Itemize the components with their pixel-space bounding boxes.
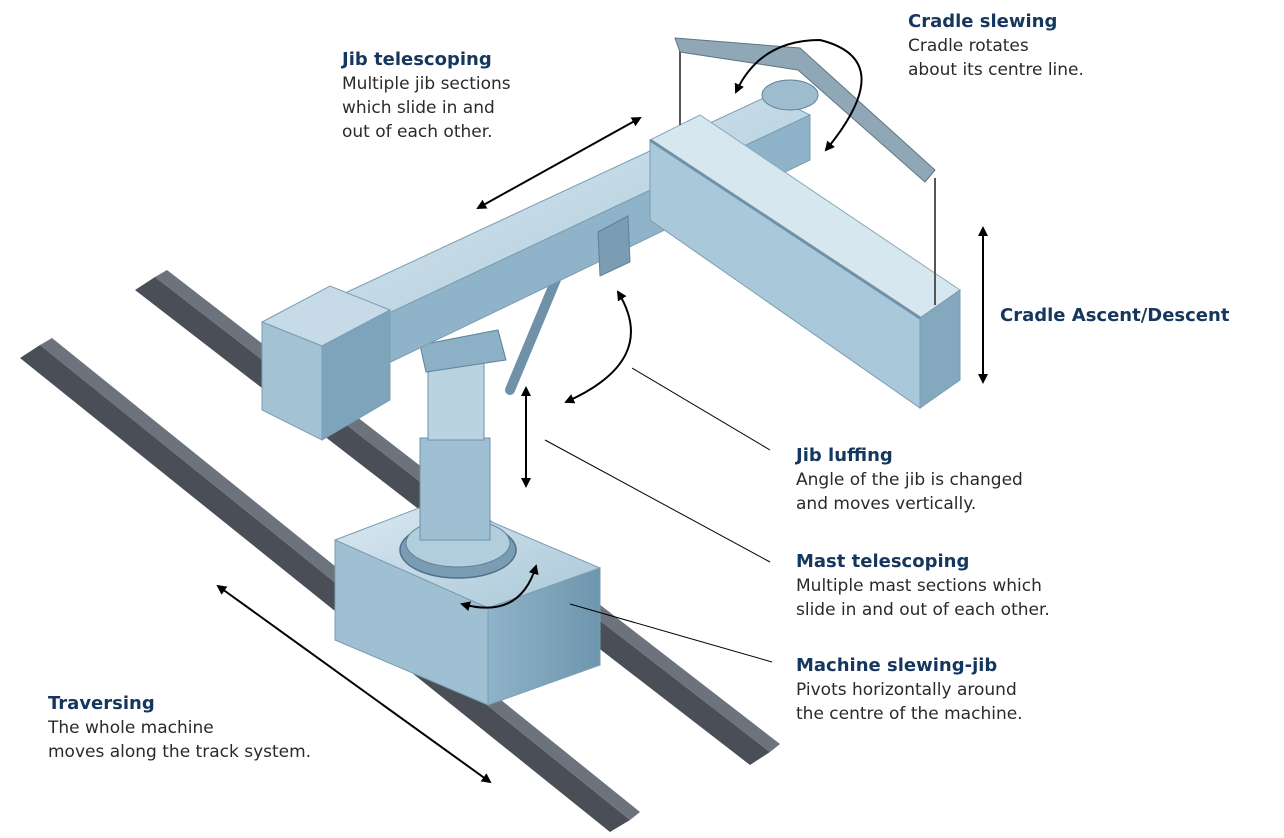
desc-line: Cradle rotates: [908, 36, 1029, 56]
cradle-end: [919, 289, 961, 409]
desc-line: slide in and out of each other.: [796, 600, 1050, 620]
label-title: Jib luffing: [796, 445, 893, 466]
label-title: Cradle slewing: [908, 11, 1058, 32]
desc-line: Angle of the jib is changed: [796, 470, 1023, 490]
label-title: Jib telescoping: [342, 49, 492, 70]
mast-lower: [419, 437, 491, 541]
desc-line: The whole machine: [48, 718, 214, 738]
desc-line: about its centre line.: [908, 60, 1084, 80]
label-traversing: Traversing The whole machine moves along…: [48, 692, 311, 764]
desc-line: Multiple mast sections which: [796, 576, 1042, 596]
label-desc: Cradle rotates about its centre line.: [908, 34, 1084, 82]
label-desc: Pivots horizontally around the centre of…: [796, 678, 1023, 726]
desc-line: Pivots horizontally around: [796, 680, 1017, 700]
label-desc: Angle of the jib is changed and moves ve…: [796, 468, 1023, 516]
cradle: [649, 37, 961, 409]
label-title: Mast telescoping: [796, 551, 970, 572]
desc-line: and moves vertically.: [796, 494, 977, 514]
label-title: Machine slewing-jib: [796, 655, 998, 676]
label-cradle-slewing: Cradle slewing Cradle rotates about its …: [908, 10, 1084, 82]
label-desc: Multiple mast sections which slide in an…: [796, 574, 1050, 622]
leader-mast-telescoping: [544, 439, 771, 563]
label-desc: The whole machine moves along the track …: [48, 716, 311, 764]
cradle-handrail: [649, 138, 921, 320]
cradle-pivot: [761, 79, 819, 111]
leader-lines: [544, 367, 773, 663]
traversing-arrow: [216, 584, 492, 784]
jib-telescoping-arrow: [476, 117, 642, 209]
desc-line: out of each other.: [342, 122, 493, 142]
luffing-ram: [505, 265, 565, 395]
desc-line: Multiple jib sections: [342, 74, 511, 94]
label-desc: Multiple jib sections which slide in and…: [342, 72, 511, 144]
label-jib-telescoping: Jib telescoping Multiple jib sections wh…: [342, 48, 511, 144]
machine-slewing-arrow: [460, 564, 539, 611]
desc-line: moves along the track system.: [48, 742, 312, 762]
label-title: Traversing: [48, 693, 155, 714]
label-cradle-ascent: Cradle Ascent/Descent: [1000, 304, 1229, 328]
desc-line: which slide in and: [342, 98, 495, 118]
counterweight-side: [321, 309, 391, 441]
label-title: Cradle Ascent/Descent: [1000, 305, 1230, 326]
desc-line: the centre of the machine.: [796, 704, 1023, 724]
mast: [419, 265, 565, 541]
mast-upper: [427, 359, 485, 441]
leader-jib-luffing: [631, 367, 771, 451]
cradle-yoke: [674, 37, 936, 183]
label-machine-slewing: Machine slewing-jib Pivots horizontally …: [796, 654, 1023, 726]
label-mast-telescoping: Mast telescoping Multiple mast sections …: [796, 550, 1050, 622]
mast-head: [419, 329, 507, 373]
jib-luffing-arrow: [564, 290, 632, 404]
leader-machine-slewing: [569, 603, 773, 663]
label-jib-luffing: Jib luffing Angle of the jib is changed …: [796, 444, 1023, 516]
cradle-slewing-arrow: [734, 38, 863, 152]
jib-collar: [597, 215, 631, 277]
motion-arrows: [216, 38, 988, 784]
